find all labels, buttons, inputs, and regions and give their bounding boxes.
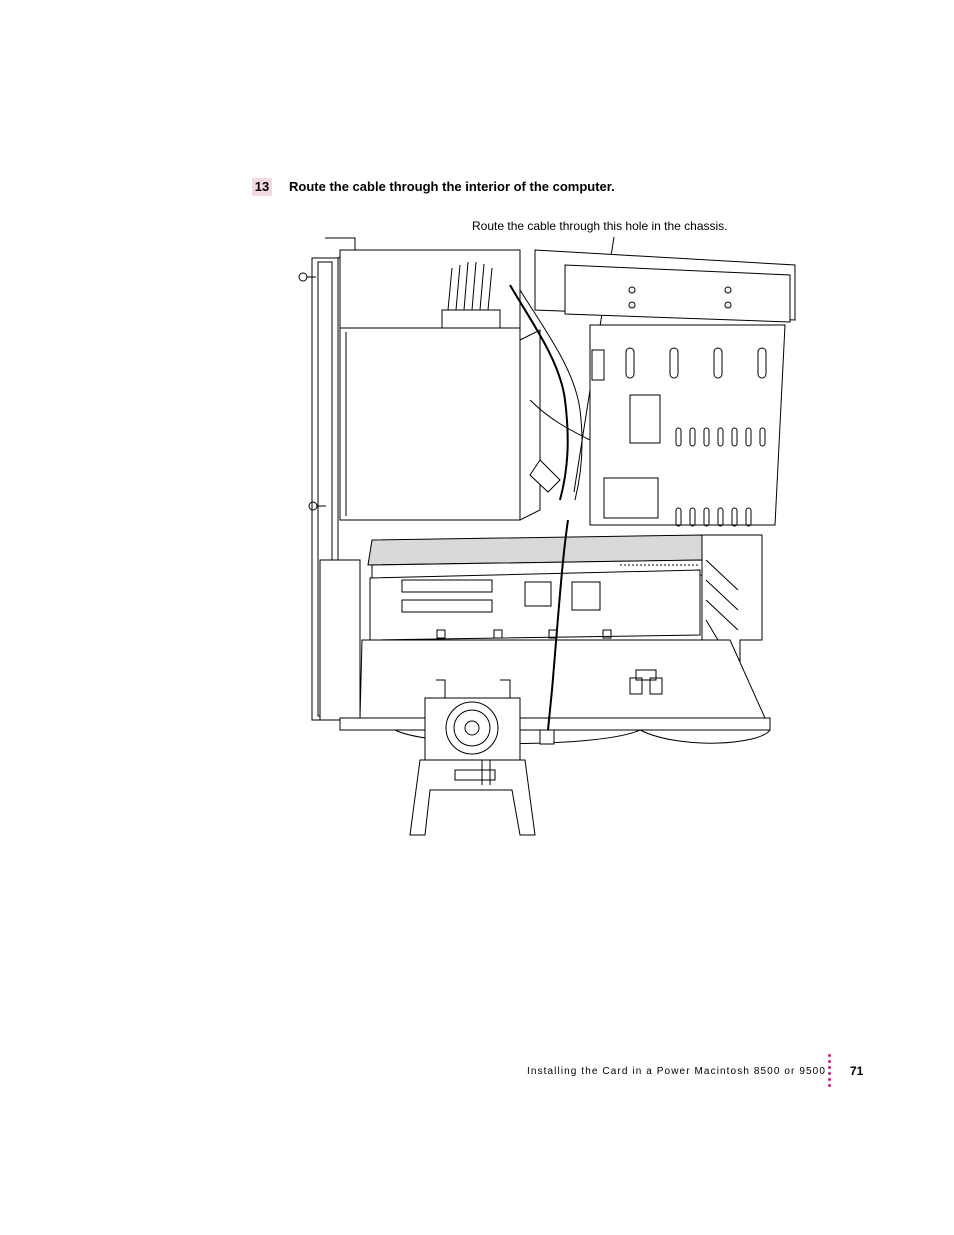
fan-icon <box>409 679 536 836</box>
retaining-clip-icon <box>629 669 663 695</box>
thumb-screw-icon <box>298 272 316 282</box>
step-instruction: Route the cable through the interior of … <box>289 179 615 194</box>
running-title: Installing the Card in a Power Macintosh… <box>527 1066 826 1077</box>
cable-connector <box>539 729 555 745</box>
power-supply <box>339 327 521 521</box>
pci-slot <box>401 599 493 613</box>
footer-dot-leader <box>828 1054 834 1094</box>
chassis-wall <box>589 324 786 526</box>
pci-slot <box>401 579 493 593</box>
illustration-callout: Route the cable through this hole in the… <box>472 219 728 233</box>
routed-cable <box>547 519 569 731</box>
power-connector <box>441 261 501 329</box>
chassis-slots <box>625 347 767 527</box>
step-number: 13 <box>252 178 272 196</box>
computer-interior-illustration <box>298 236 796 836</box>
chassis-base <box>359 639 766 719</box>
page-number: 71 <box>850 1064 864 1078</box>
thumb-screw-icon <box>308 501 326 511</box>
